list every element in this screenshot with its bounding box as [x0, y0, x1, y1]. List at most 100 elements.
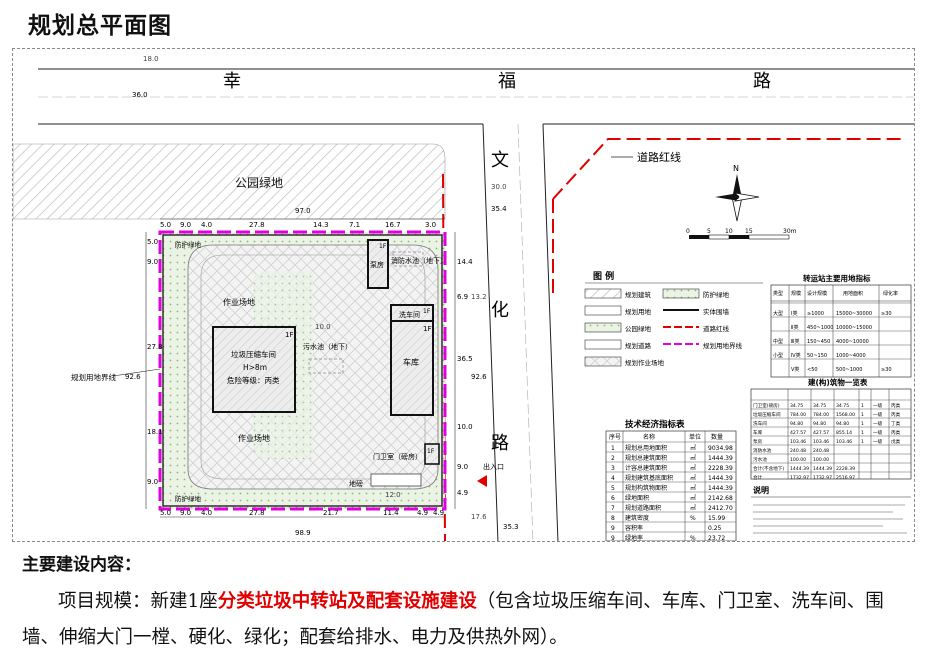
building-row-cell: 一级 [873, 438, 883, 445]
tech-row-cell: 15.99 [708, 515, 725, 522]
station-row-cell: <50 [807, 367, 818, 373]
tech-row-cell: 规划总用地面积 [625, 444, 667, 452]
tech-row-cell: 规划建筑基底面积 [625, 474, 673, 482]
svg-text:27.8: 27.8 [249, 221, 265, 229]
gate-tag: 1F [427, 448, 435, 455]
svg-text:转运站主要用地指标: 转运站主要用地指标 [803, 273, 871, 283]
svg-text:30.0: 30.0 [491, 183, 507, 191]
station-row-cell: 450~1000 [807, 325, 833, 331]
station-row-cell: ≥30 [881, 367, 892, 373]
building-row-cell: 1 [861, 430, 864, 436]
svg-text:5.0: 5.0 [160, 509, 171, 517]
tech-row-cell: ㎡ [690, 474, 696, 482]
page-title: 规划总平面图 [28, 13, 172, 39]
dim-right-segments: 14.4 6.9 36.5 10.0 9.0 4.9 [457, 258, 473, 497]
svg-text:说明: 说明 [753, 485, 769, 495]
tech-row-cell: 23.72 [708, 535, 725, 542]
building-row-cell: 103.46 [790, 439, 806, 445]
boundary-label: 规划用地界线 [71, 372, 116, 382]
tech-row-cell: 1 [611, 445, 615, 452]
svg-text:10: 10 [725, 228, 733, 235]
station-row-cell: 小型 [773, 352, 783, 359]
building-row-cell: 一级 [873, 429, 883, 436]
building-row-cell: 855.14 [836, 430, 852, 436]
station-row-cell: 大型 [773, 310, 783, 317]
svg-text:30m: 30m [783, 228, 797, 235]
building-row-cell: 丙类 [891, 429, 901, 436]
station-row-cell: 4000~10000 [836, 339, 869, 345]
svg-text:技术经济指标表: 技术经济指标表 [625, 419, 685, 430]
compression-hazard: 危险等级：丙类 [227, 375, 280, 385]
svg-text:21.7: 21.7 [323, 509, 339, 517]
wash-name: 洗车间 [399, 310, 420, 319]
tech-row-cell: ㎡ [690, 454, 696, 462]
station-row-cell: ≥1000 [807, 311, 824, 317]
fire-pool-label: 消防水池（地下） [391, 256, 447, 265]
tech-row-cell: 7 [611, 505, 615, 512]
station-row-cell: Ⅴ类 [791, 366, 799, 373]
tech-row-cell: ㎡ [690, 504, 696, 512]
svg-text:36.5: 36.5 [457, 355, 473, 363]
work-area-label-2: 作业场地 [238, 433, 270, 443]
building-row-cell: 34.75 [813, 403, 826, 409]
dim-left-segments: 5.0 9.0 27.8 18.1 9.0 [147, 238, 163, 486]
north-arrow-icon: N [715, 164, 760, 222]
tech-row-cell: ㎡ [690, 444, 696, 452]
svg-text:18.1: 18.1 [147, 428, 163, 436]
svg-text:4.0: 4.0 [201, 221, 212, 229]
svg-text:12.0: 12.0 [385, 491, 401, 499]
tech-row-cell: 1444.39 [708, 475, 733, 482]
svg-text:15: 15 [745, 228, 753, 235]
road-char-2: 福 [498, 71, 516, 92]
station-row-cell: 150~450 [807, 339, 830, 345]
building-row-cell: 1444.39 [813, 466, 832, 472]
station-row-cell: 500~1000 [836, 367, 862, 373]
tech-row-cell: ㎡ [690, 484, 696, 492]
scale-bar: 0 5 10 15 30m [686, 228, 797, 240]
station-row-cell: 中型 [773, 338, 783, 345]
garage-name: 车库 [403, 357, 419, 367]
tech-row-cell: 2228.39 [708, 465, 733, 472]
building-row-cell: 103.46 [836, 439, 852, 445]
section-heading: 主要建设内容： [22, 555, 141, 575]
svg-text:14.3: 14.3 [313, 221, 329, 229]
svg-text:5: 5 [707, 228, 711, 235]
building-row-cell: 1732.97 [790, 475, 809, 481]
svg-text:27.8: 27.8 [147, 343, 163, 351]
tech-row-cell: ㎡ [690, 494, 696, 502]
tech-row-cell: 规划构筑物面积 [625, 484, 667, 492]
svg-text:16.7: 16.7 [385, 221, 401, 229]
svg-text:9.0: 9.0 [147, 258, 158, 266]
tech-row-cell: 8 [611, 515, 615, 522]
building-row-cell: 丙类 [891, 411, 901, 418]
svg-text:规划道路: 规划道路 [625, 341, 652, 350]
tech-row-cell: 5 [611, 485, 615, 492]
tech-row-cell: 绿地面积 [625, 494, 649, 502]
gate-name: 门卫室（磅房） [373, 452, 422, 461]
road-char-1: 幸 [223, 71, 241, 92]
compression-name: 垃圾压缩车间 [231, 349, 276, 359]
tech-row-cell: 3 [611, 465, 615, 472]
tech-row-cell: 1444.39 [708, 485, 733, 492]
building-row-cell: 车库 [753, 429, 763, 436]
svg-text:规划建筑: 规划建筑 [625, 290, 652, 299]
building-row-cell: 泵房 [753, 438, 763, 445]
svg-text:4.9: 4.9 [457, 489, 468, 497]
road-char-3: 路 [753, 71, 771, 92]
tech-row-cell: 2412.70 [708, 505, 733, 512]
building-row-cell: 一级 [873, 402, 883, 409]
svg-text:名称: 名称 [643, 433, 655, 441]
project-scale-paragraph: 项目规模：新建1座分类垃圾中转站及配套设施建设（包含垃圾压缩车间、车库、门卫室、… [22, 584, 917, 656]
svg-text:13.2: 13.2 [471, 293, 487, 301]
tech-row-cell: 9 [611, 535, 615, 542]
dim-top-segments: 5.0 9.0 4.0 27.8 14.3 7.1 16.7 3.0 [160, 221, 436, 229]
station-row-cell: Ⅱ类 [791, 324, 798, 331]
building-row-cell: 1 [861, 439, 864, 445]
svg-text:实体围墙: 实体围墙 [703, 307, 730, 316]
svg-text:9.0: 9.0 [147, 478, 158, 486]
svg-text:用地面积: 用地面积 [843, 290, 863, 297]
building-row-cell: 2516.97 [836, 475, 855, 481]
svg-text:防护绿地: 防护绿地 [703, 290, 730, 299]
building-row-cell: 94.80 [813, 421, 826, 427]
